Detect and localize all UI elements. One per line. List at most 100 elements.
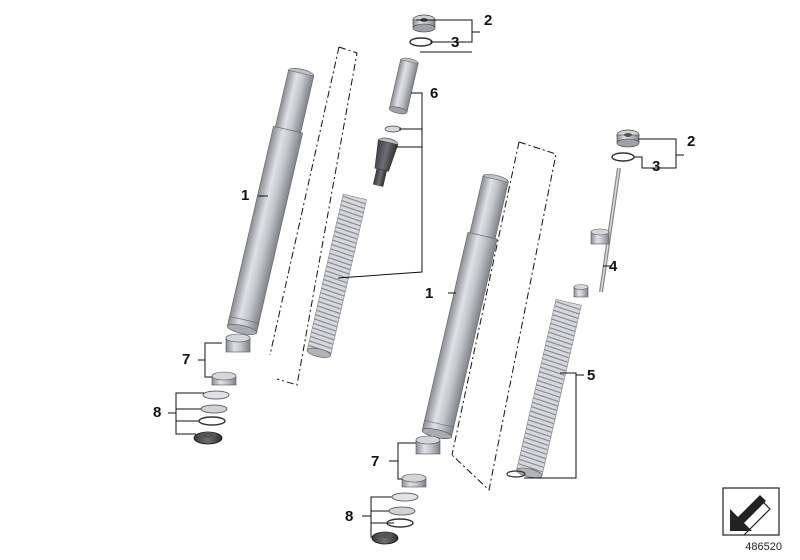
- spring-coil: [525, 432, 551, 442]
- spring-coil: [547, 335, 573, 346]
- spring-coil: [520, 449, 547, 460]
- spring-coil: [340, 204, 364, 214]
- spring-coil: [548, 331, 574, 341]
- callout-1-left: 1: [241, 187, 250, 204]
- spring-coil: [540, 366, 566, 377]
- spring-coil: [319, 296, 343, 306]
- diagram-number: 486520: [745, 541, 782, 553]
- callout-1-right: 1: [425, 285, 434, 302]
- spring-coil: [332, 239, 356, 249]
- spring-coil: [326, 265, 350, 275]
- spring-coil: [318, 300, 342, 310]
- callout-6: 6: [430, 85, 439, 102]
- spring-coil: [518, 458, 545, 469]
- top-cap-right: [616, 129, 640, 148]
- spring-coil: [546, 340, 572, 350]
- o-ring-right: [611, 152, 635, 162]
- spring-coil: [312, 327, 336, 337]
- spring-coil: [531, 406, 557, 416]
- spring-coil: [335, 226, 359, 236]
- spring-coil: [534, 392, 560, 403]
- spring-coil: [537, 379, 563, 390]
- spring-coil: [519, 454, 546, 464]
- bushing-right-upper: [415, 435, 441, 455]
- spring-coil: [528, 419, 554, 429]
- spring-coil: [532, 401, 558, 412]
- spring-coil: [526, 427, 552, 438]
- spring-coil: [524, 436, 550, 447]
- spring-coil: [320, 292, 344, 302]
- spring-coil: [550, 322, 576, 333]
- spring-coil: [313, 322, 337, 332]
- spring-coil: [553, 309, 579, 320]
- dashed-frame-left: [269, 46, 358, 386]
- return-arrow-icon[interactable]: [722, 487, 780, 536]
- spring-right: [516, 299, 582, 479]
- spring-coil: [334, 230, 358, 240]
- spring-coil: [543, 353, 569, 363]
- callout-8-right: 8: [345, 508, 354, 525]
- spring-coil: [538, 375, 564, 385]
- leader-lines-left: [168, 19, 480, 435]
- spring-coil: [309, 340, 333, 350]
- spring-coil: [552, 313, 578, 324]
- spring-coil: [341, 199, 365, 209]
- washer-6: [384, 125, 402, 133]
- spring-coil: [328, 256, 352, 266]
- spring-coil: [337, 217, 361, 227]
- spring-coil: [555, 300, 581, 311]
- spring-coil: [554, 305, 580, 315]
- spring-coil: [541, 362, 567, 372]
- washer-5: [506, 470, 526, 478]
- spring-coil: [535, 388, 561, 398]
- spring-coil: [542, 357, 568, 368]
- spring-coil: [529, 414, 555, 425]
- spring-coil: [311, 331, 335, 341]
- spring-coil: [315, 313, 339, 323]
- callout-3-left: 3: [451, 34, 460, 51]
- callout-7-left: 7: [182, 351, 191, 368]
- spring-coil: [314, 318, 338, 328]
- callout-5: 5: [587, 367, 596, 384]
- bushing-left-upper: [225, 333, 251, 353]
- spring-coil: [527, 423, 553, 434]
- spring-coil: [323, 278, 347, 288]
- damper-rod: [573, 167, 621, 298]
- spring-coil: [330, 248, 354, 258]
- fork-tube-right: [421, 174, 509, 440]
- seal-stack-right: [371, 492, 419, 545]
- dashed-frame-right: [451, 141, 557, 491]
- spring-coil: [549, 327, 575, 337]
- spring-coil: [536, 384, 562, 394]
- spring-coil: [331, 243, 355, 253]
- spring-coil: [316, 309, 340, 319]
- spring-coil: [339, 208, 363, 218]
- spring-coil: [317, 305, 341, 315]
- spring-coil: [324, 274, 348, 284]
- spring-coil: [551, 318, 577, 328]
- callout-8-left: 8: [153, 404, 162, 421]
- bushing-right-lower: [401, 473, 427, 488]
- o-ring-left: [409, 37, 433, 47]
- spring-coil: [517, 463, 544, 473]
- spring-coil: [329, 252, 353, 262]
- callout-3-right: 3: [652, 158, 661, 175]
- spring-coil: [336, 221, 360, 231]
- spring-coil: [333, 235, 357, 245]
- spring-coil: [533, 397, 559, 407]
- seal-stack-left: [193, 390, 230, 445]
- bushing-left-lower: [211, 371, 237, 386]
- spring-coil: [338, 213, 362, 223]
- spring-coil: [310, 335, 334, 345]
- spring-coil: [322, 283, 346, 293]
- spring-coil: [321, 287, 345, 297]
- top-cap-left: [412, 14, 436, 33]
- fork-tube-left: [226, 68, 315, 335]
- callout-7-right: 7: [371, 453, 380, 470]
- callout-2-right: 2: [687, 133, 696, 150]
- spring-coil: [530, 410, 556, 420]
- spring-coil: [342, 195, 366, 205]
- damper-cartridge: [389, 57, 419, 115]
- spring-coil: [545, 344, 571, 355]
